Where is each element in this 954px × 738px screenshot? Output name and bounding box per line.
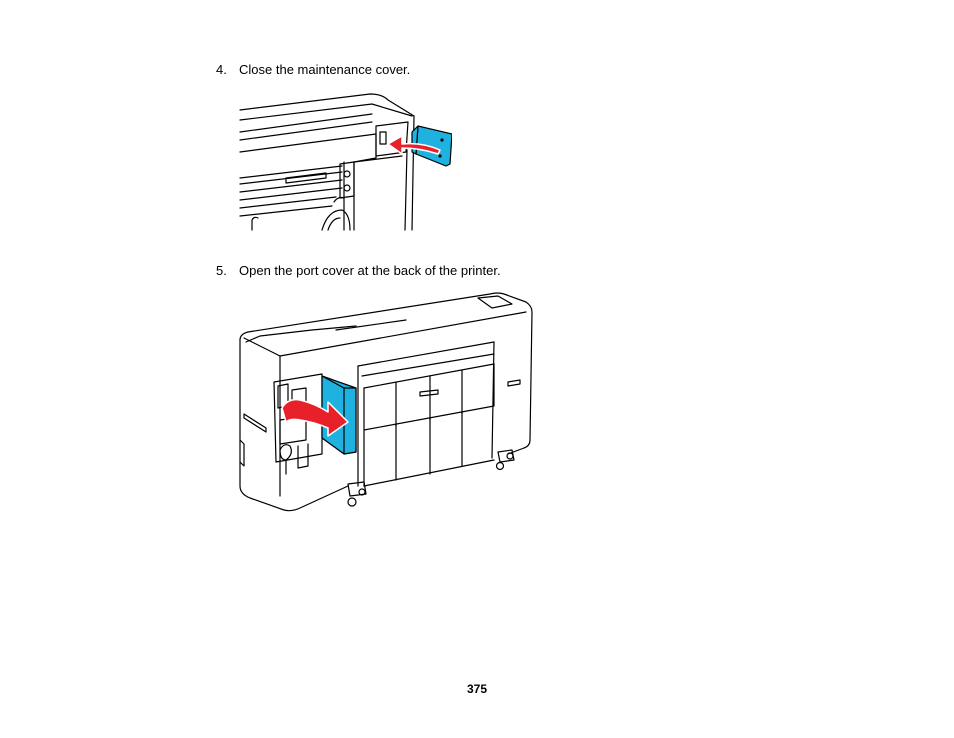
step-text: Close the maintenance cover. — [239, 62, 411, 77]
step-number: 5. — [216, 263, 227, 278]
port-cover-illustration — [236, 290, 536, 512]
page-number: 375 — [466, 682, 488, 696]
maintenance-cover-illustration — [236, 92, 452, 232]
step-4: 4. Close the maintenance cover. — [216, 62, 410, 78]
step-number: 4. — [216, 62, 227, 77]
step-5: 5. Open the port cover at the back of the… — [216, 263, 501, 279]
step-text: Open the port cover at the back of the p… — [239, 263, 501, 278]
